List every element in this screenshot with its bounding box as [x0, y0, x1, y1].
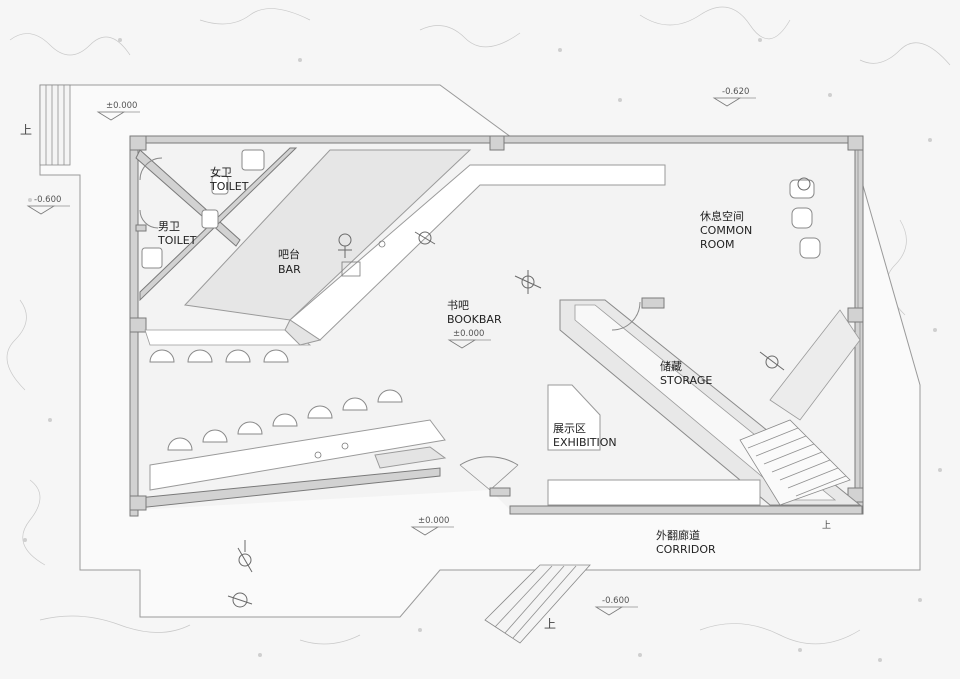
- bar-label-cn: 吧台: [278, 247, 300, 261]
- bookbar-label-cn: 书吧: [447, 299, 469, 312]
- entrance-door: [459, 456, 519, 497]
- common-room-seats: [789, 179, 821, 259]
- level-top-left: ±0.000: [106, 101, 137, 111]
- up-mark-bottom: 上: [544, 617, 556, 631]
- corridor-label-en: CORRIDOR: [656, 543, 716, 556]
- common-room-label-cn: 休息空间: [700, 209, 744, 223]
- internal-stair: [739, 419, 851, 506]
- toilet-female-label-cn: 女卫: [210, 165, 232, 179]
- exhibition-label-cn: 展示区: [553, 422, 586, 435]
- ground-texture: [6, 6, 951, 645]
- bookbar-label-en: BOOKBAR: [447, 313, 502, 326]
- up-mark-stair: 上: [822, 520, 831, 531]
- level-bottom-center: ±0.000: [418, 516, 449, 526]
- toilet-male-label-cn: 男卫: [158, 220, 180, 233]
- level-marker-top-left: ±0.000: [96, 101, 140, 121]
- level-marker-bottom-center: ±0.000: [410, 516, 454, 536]
- storage-door: [611, 301, 641, 331]
- storage-label-en: STORAGE: [660, 374, 712, 387]
- storage-label-cn: 储藏: [660, 359, 682, 373]
- corridor-label-cn: 外翻廊道: [656, 528, 700, 542]
- exhibition-base: [547, 479, 761, 506]
- lower-counter-end: [374, 446, 447, 469]
- right-ramp: [769, 309, 861, 421]
- bar-stools-upper: [149, 349, 289, 363]
- people-figures: [227, 177, 811, 608]
- level-left: -0.600: [34, 195, 61, 205]
- exhibition-plinth: [547, 384, 601, 451]
- level-marker-bottom-right: -0.600: [594, 596, 638, 616]
- left-steps: [39, 84, 71, 166]
- toilet-fixtures: [139, 149, 265, 269]
- exhibition-label-en: EXHIBITION: [553, 436, 617, 449]
- up-mark-left: 上: [20, 123, 32, 137]
- level-marker-left: -0.600: [26, 195, 70, 215]
- exterior-walls: [129, 135, 864, 517]
- common-room-label-en1: COMMON: [700, 224, 752, 237]
- bar-label-en: BAR: [278, 263, 301, 276]
- glass-wall: [857, 150, 861, 488]
- bottom-steps: [484, 564, 591, 644]
- common-room-label-en2: ROOM: [700, 238, 734, 251]
- bar-counter-top: [144, 329, 312, 346]
- lower-counter: [149, 419, 446, 491]
- bookbar-shelf-end: [284, 319, 322, 346]
- storage-wall-end: [641, 297, 665, 309]
- level-marker-top-right: -0.620: [712, 87, 756, 107]
- toilet-female-label-en: TOILET: [209, 180, 249, 193]
- toilet-male-label-en: TOILET: [157, 234, 197, 247]
- bar-equipment: [314, 240, 386, 459]
- bar-stools-lower: [167, 389, 403, 451]
- bar-counter: [183, 149, 472, 321]
- level-bookbar: ±0.000: [453, 329, 484, 339]
- level-top-right: -0.620: [722, 87, 749, 97]
- level-marker-bookbar: ±0.000: [447, 329, 491, 349]
- level-bottom-right: -0.600: [602, 596, 629, 606]
